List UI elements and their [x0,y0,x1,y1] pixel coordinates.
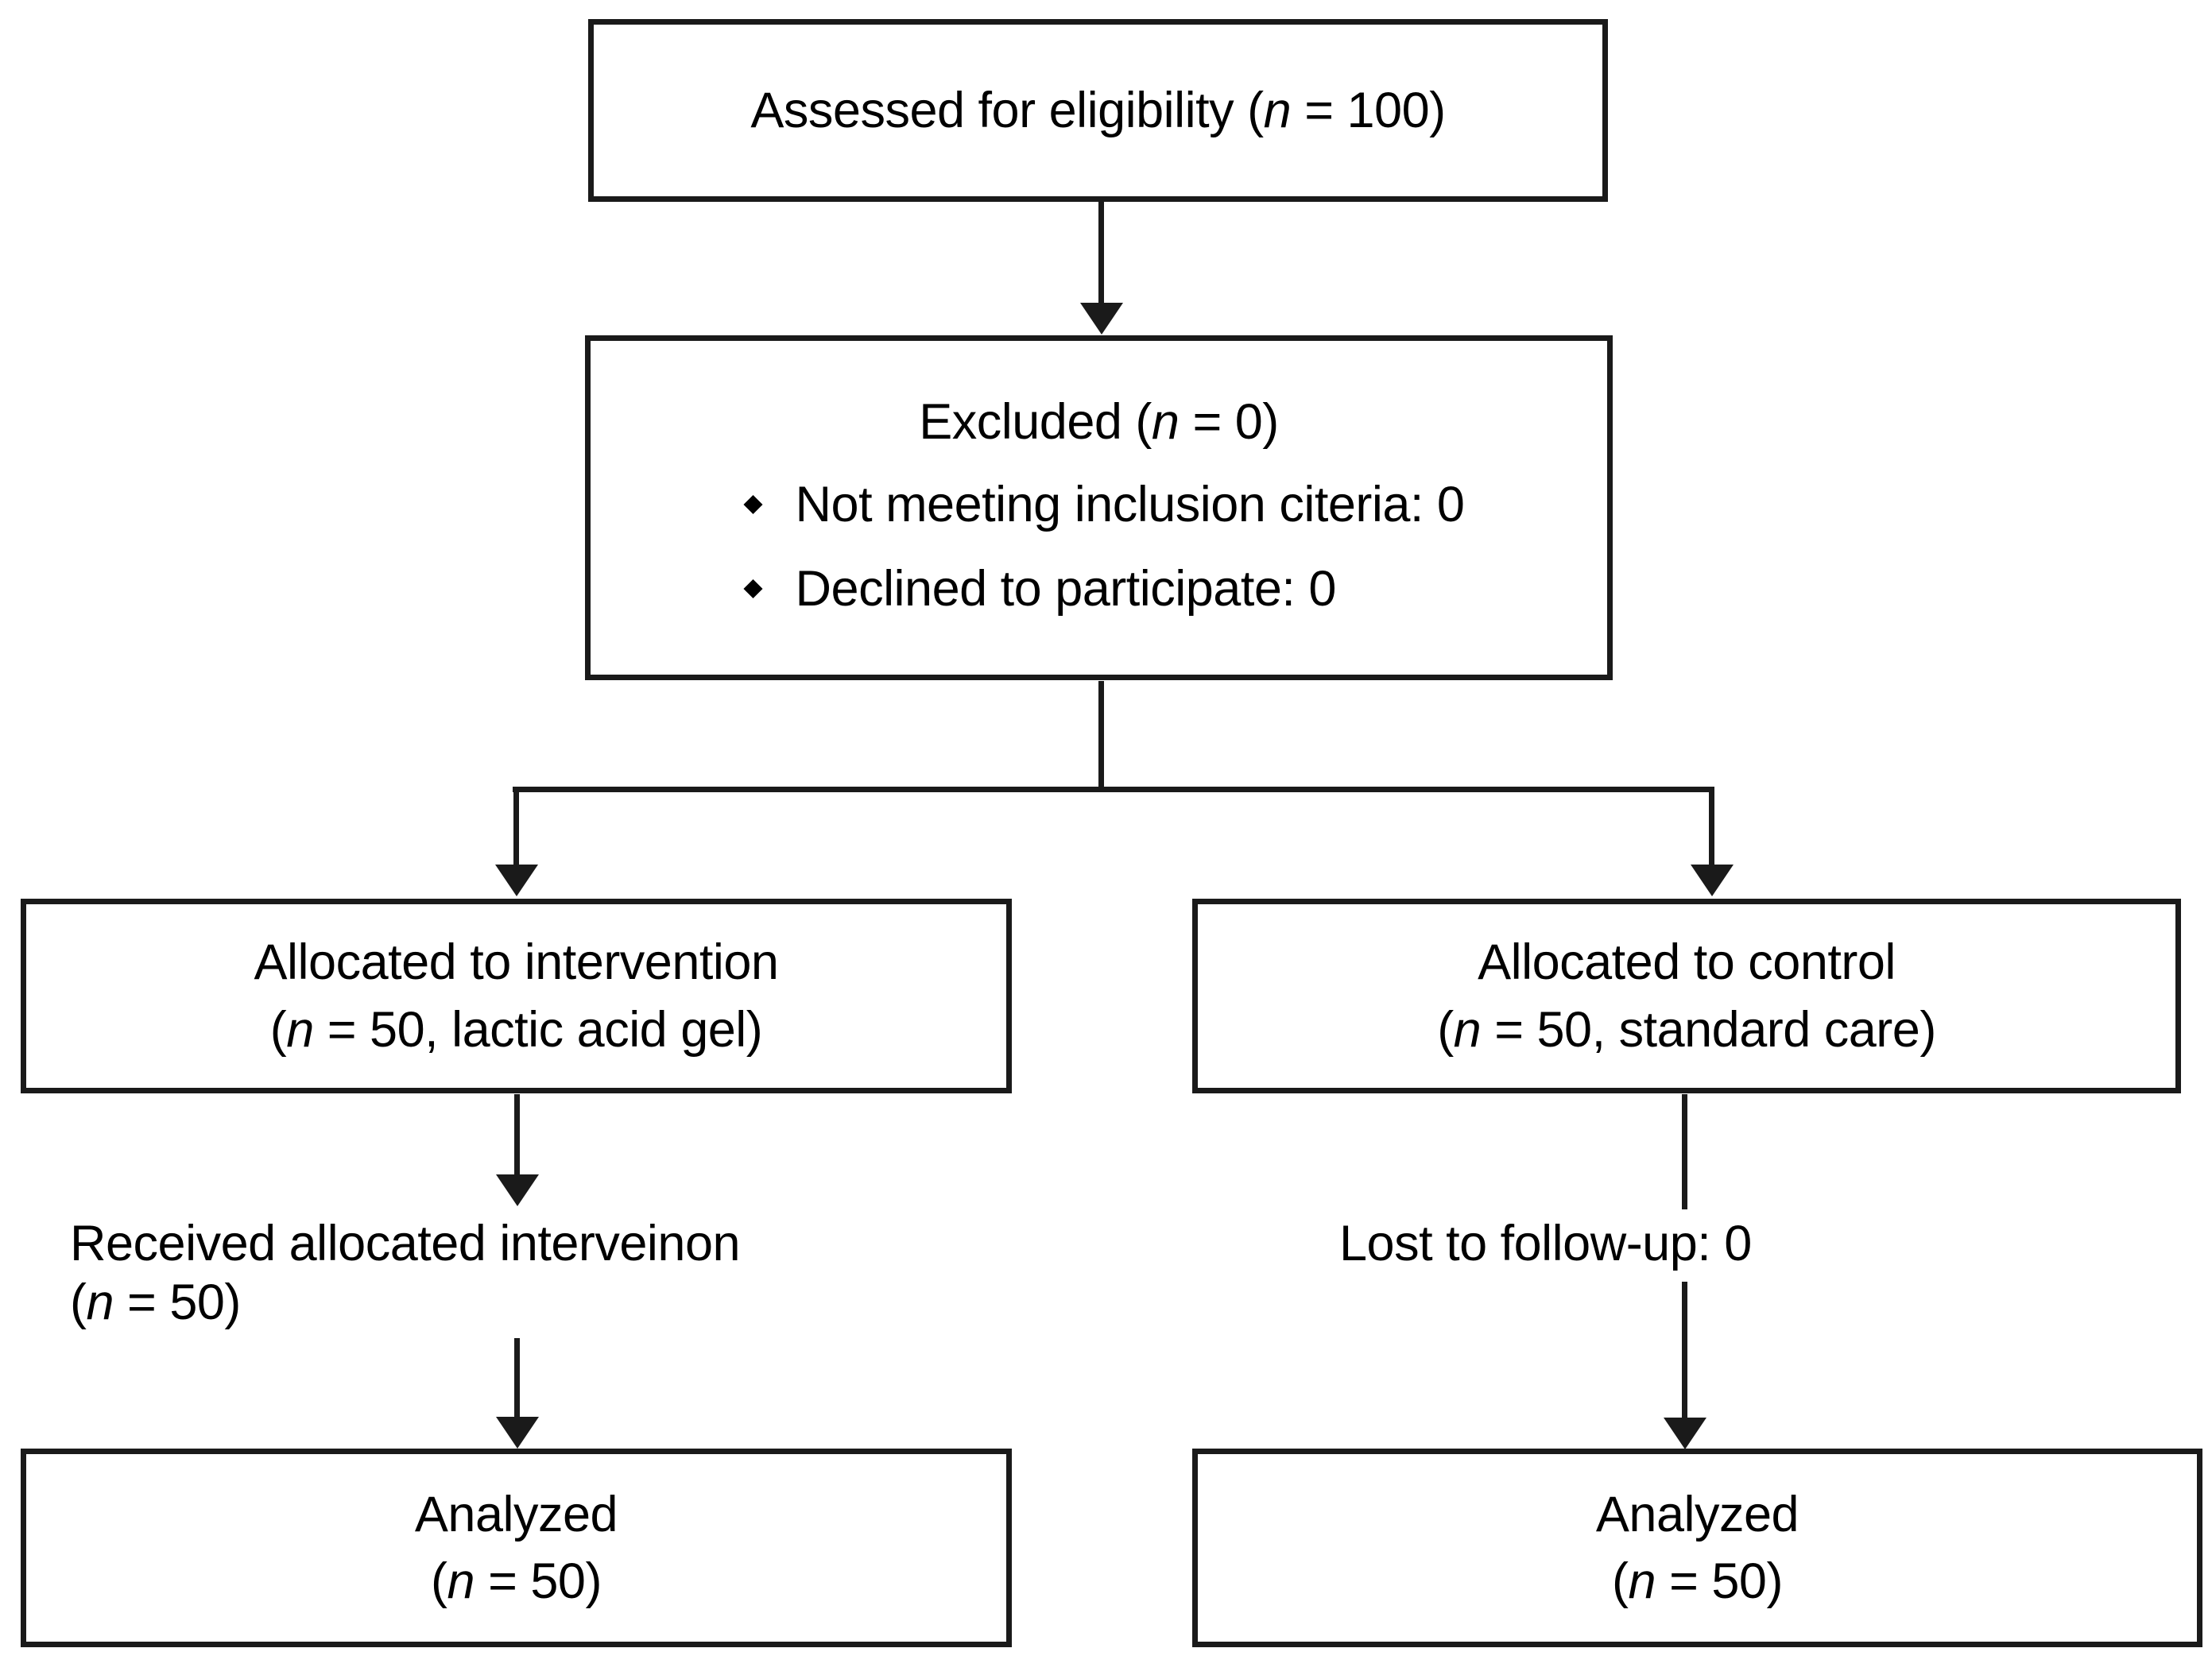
analyzed-right-line2: (n = 50) [1612,1553,1783,1609]
connector-assessed-to-excluded [1098,202,1104,305]
node-assessed-for-eligibility: Assessed for eligibility (n = 100) [588,19,1608,202]
n-symbol: n [286,1001,314,1058]
arrowhead-received-to-analyzed-left [496,1417,539,1449]
arrowhead-split-to-intervention [495,865,538,896]
analyzed-left-line1: Analyzed [414,1486,618,1542]
list-item: Not meeting inclusion citeria: 0 [734,475,1465,534]
connector-split-horizontal [513,787,1714,792]
allocated-intervention-line1: Allocated to intervention [254,934,779,991]
received-intervention-line1: Received allocated interveinon [70,1216,741,1271]
allocated-control-line2: (n = 50, standard care) [1437,1001,1936,1058]
label-lost-to-followup: Lost to follow-up: 0 [1339,1214,1752,1273]
bullet-dot-icon [743,579,763,599]
label-received-allocated-intervention: Received allocated interveinon (n = 50) [70,1214,741,1333]
excluded-reason-1: Not meeting inclusion citeria: 0 [795,476,1465,532]
node-excluded: Excluded (n = 0) Not meeting inclusion c… [585,335,1613,680]
connector-lost-followup-to-analyzed-right [1682,1282,1687,1421]
n-symbol: n [86,1275,114,1331]
connector-intervention-to-received [514,1094,520,1178]
node-analyzed-intervention: Analyzed (n = 50) [21,1449,1012,1647]
connector-control-to-lost-followup [1682,1094,1687,1209]
n-symbol: n [1263,82,1292,138]
n-symbol: n [1628,1553,1656,1609]
lost-to-followup-line1: Lost to follow-up: 0 [1339,1216,1752,1271]
arrowhead-lost-followup-to-analyzed-right [1664,1418,1706,1449]
arrowhead-intervention-to-received [496,1174,539,1206]
connector-split-to-intervention [513,787,519,866]
arrowhead-assessed-to-excluded [1080,303,1123,335]
node-analyzed-control: Analyzed (n = 50) [1192,1449,2202,1647]
n-symbol: n [447,1553,475,1609]
bullet-dot-icon [743,494,763,515]
list-item: Declined to participate: 0 [734,559,1465,618]
analyzed-left-line2: (n = 50) [431,1553,602,1609]
excluded-reason-list: Not meeting inclusion citeria: 0 Decline… [734,475,1465,619]
excluded-heading: Excluded (n = 0) [919,393,1279,450]
connector-received-to-analyzed-left [514,1338,520,1420]
node-allocated-control: Allocated to control (n = 50, standard c… [1192,899,2181,1093]
analyzed-right-line1: Analyzed [1595,1486,1799,1542]
n-symbol: n [1453,1001,1482,1058]
allocated-intervention-line2: (n = 50, lactic acid gel) [269,1001,763,1058]
n-symbol: n [1151,393,1180,450]
excluded-reason-2: Declined to participate: 0 [795,561,1337,617]
allocated-control-line1: Allocated to control [1478,934,1896,991]
arrowhead-split-to-control [1691,865,1734,896]
connector-excluded-to-split [1098,681,1104,792]
received-intervention-line2: (n = 50) [70,1275,241,1331]
node-allocated-intervention: Allocated to intervention (n = 50, lacti… [21,899,1012,1093]
assessed-label: Assessed for eligibility (n = 100) [750,82,1446,138]
connector-split-to-control [1709,787,1714,866]
